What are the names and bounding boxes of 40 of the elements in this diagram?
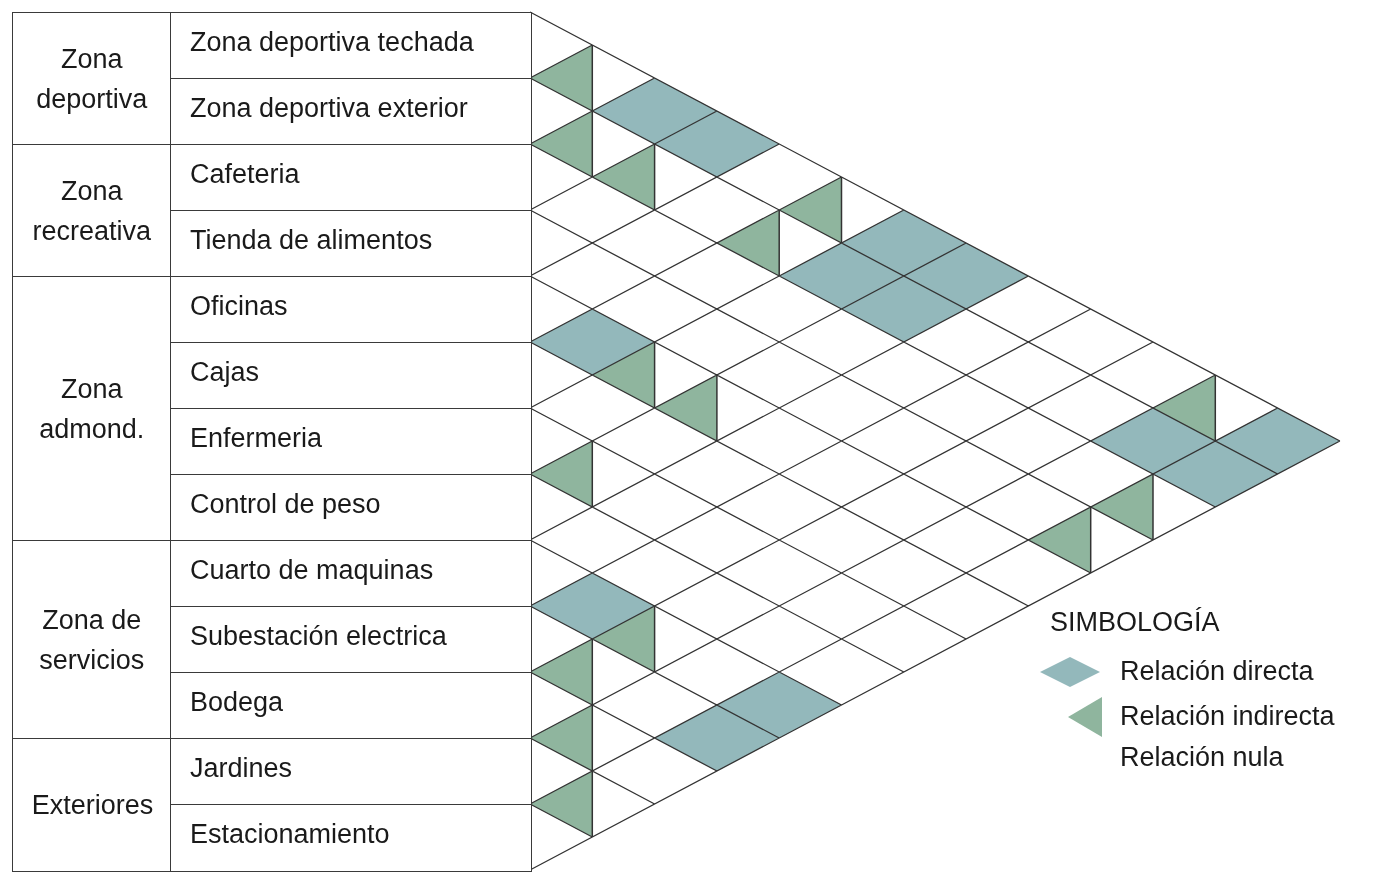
space-box bbox=[170, 210, 532, 278]
space-box bbox=[170, 276, 532, 344]
legend-title: SIMBOLOGÍA bbox=[1050, 606, 1220, 638]
space-name: Zona deportiva techada bbox=[189, 27, 474, 59]
space-name: Subestación electrica bbox=[189, 621, 447, 653]
space-box bbox=[170, 606, 532, 674]
space-name: Jardines bbox=[189, 753, 293, 785]
space-name: Oficinas bbox=[189, 291, 288, 323]
zone-name: Zona deportiva bbox=[35, 42, 149, 116]
zone-name: Zona recreativa bbox=[31, 174, 152, 248]
zone-box bbox=[12, 540, 172, 740]
space-box bbox=[170, 78, 532, 146]
space-name: Cuarto de maquinas bbox=[189, 555, 434, 587]
space-box bbox=[170, 738, 532, 806]
legend-label: Relación indirecta bbox=[1120, 700, 1335, 732]
space-name: Bodega bbox=[189, 687, 284, 719]
legend-label: Relación directa bbox=[1120, 655, 1314, 687]
zone-box bbox=[12, 276, 172, 542]
space-name: Cajas bbox=[189, 357, 260, 389]
space-box bbox=[170, 408, 532, 476]
space-box bbox=[170, 342, 532, 410]
space-box bbox=[170, 804, 532, 872]
zone-name: Exteriores bbox=[31, 788, 152, 822]
zone-box bbox=[12, 12, 172, 146]
space-box bbox=[170, 12, 532, 80]
space-box bbox=[170, 474, 532, 542]
zone-name: Zona admond. bbox=[38, 372, 146, 446]
space-box bbox=[170, 540, 532, 608]
space-name: Enfermeria bbox=[189, 423, 323, 455]
legend-label: Relación nula bbox=[1120, 741, 1284, 773]
space-box bbox=[170, 672, 532, 740]
space-name: Tienda de alimentos bbox=[189, 225, 433, 257]
space-box bbox=[170, 144, 532, 212]
zone-box bbox=[12, 738, 172, 872]
zone-box bbox=[12, 144, 172, 278]
space-name: Estacionamiento bbox=[189, 819, 390, 851]
space-name: Control de peso bbox=[189, 489, 381, 521]
space-name: Zona deportiva exterior bbox=[189, 93, 468, 125]
space-name: Cafeteria bbox=[189, 159, 300, 191]
zone-name: Zona de servicios bbox=[38, 603, 146, 677]
